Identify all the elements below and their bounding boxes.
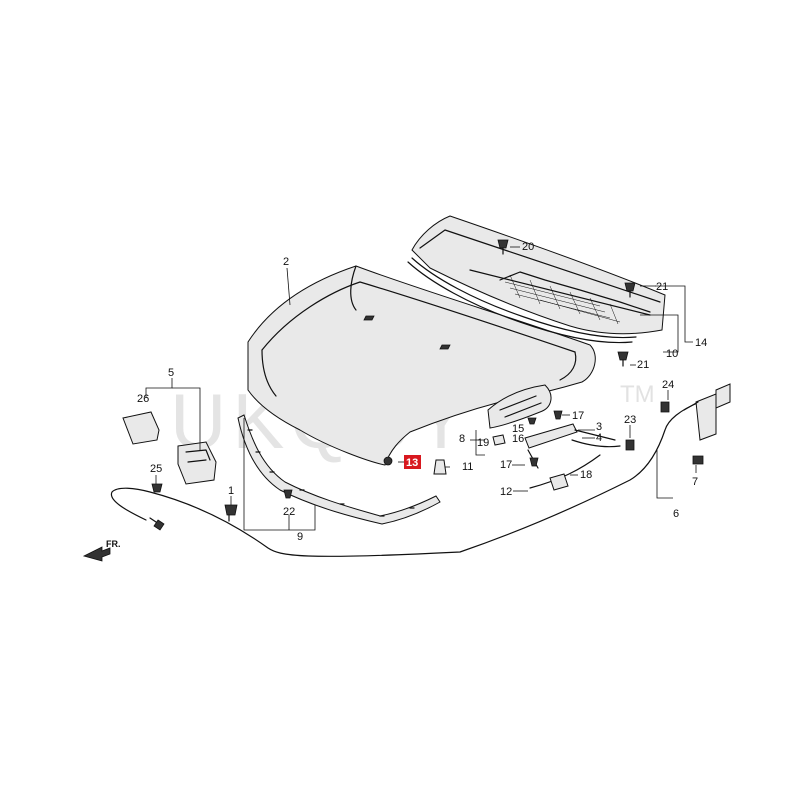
hood-latch: [122, 411, 238, 522]
callout-25: 25: [150, 463, 162, 475]
front-arrow: FR.: [82, 539, 121, 562]
clip-20: [497, 239, 509, 255]
callout-2: 2: [283, 256, 289, 268]
callout-21-bottom: 21: [637, 359, 649, 371]
callout-19: 19: [477, 437, 489, 449]
callout-14: 14: [695, 337, 707, 349]
hood-seal-strip: [237, 414, 441, 525]
callout-13: 13: [406, 457, 418, 469]
hinge-3-4: [524, 423, 621, 469]
clip-21-bottom: [617, 351, 629, 367]
callout-17-bottom: 17: [500, 459, 512, 471]
callout-13-highlight: 13: [404, 455, 421, 469]
hood-panel: [247, 265, 596, 466]
callout-10: 10: [666, 348, 678, 360]
release-handle: [660, 383, 731, 465]
callout-7: 7: [692, 476, 698, 488]
callout-4: 4: [596, 432, 602, 444]
front-arrow-label: FR.: [106, 539, 121, 549]
callout-21-top: 21: [656, 281, 668, 293]
callout-9: 9: [297, 531, 303, 543]
callout-20: 20: [522, 241, 534, 253]
support-rod-12: [529, 454, 601, 491]
callout-17-top: 17: [572, 410, 584, 422]
callout-5: 5: [168, 367, 174, 379]
release-cable: [110, 401, 701, 557]
callout-3: 3: [596, 421, 602, 433]
clip-23: [625, 439, 635, 451]
callout-11: 11: [462, 461, 473, 473]
rubber-bumper-11: [433, 459, 447, 475]
callout-18: 18: [580, 469, 592, 481]
cowl-grille: [504, 274, 621, 325]
callout-8: 8: [459, 433, 465, 445]
callout-22: 22: [283, 506, 295, 518]
callouts: 2 5 26 25 1 22 9 20 21 21 10 14 8 19 15 …: [137, 241, 707, 543]
clip-15-16-17: [492, 410, 563, 467]
callout-24: 24: [662, 379, 674, 391]
callout-6: 6: [673, 508, 679, 520]
hood-stopper-13: [383, 456, 393, 466]
callout-15: 15: [512, 423, 524, 435]
callout-1: 1: [228, 485, 234, 497]
leader-lines: [145, 246, 697, 531]
clip-22: [283, 489, 293, 499]
cowl-top: [407, 215, 666, 344]
watermark-tm: TM: [620, 381, 655, 408]
callout-12: 12: [500, 486, 512, 498]
callout-16: 16: [512, 433, 524, 445]
callout-26: 26: [137, 393, 149, 405]
clip-21-top: [624, 282, 636, 298]
callout-23: 23: [624, 414, 636, 426]
